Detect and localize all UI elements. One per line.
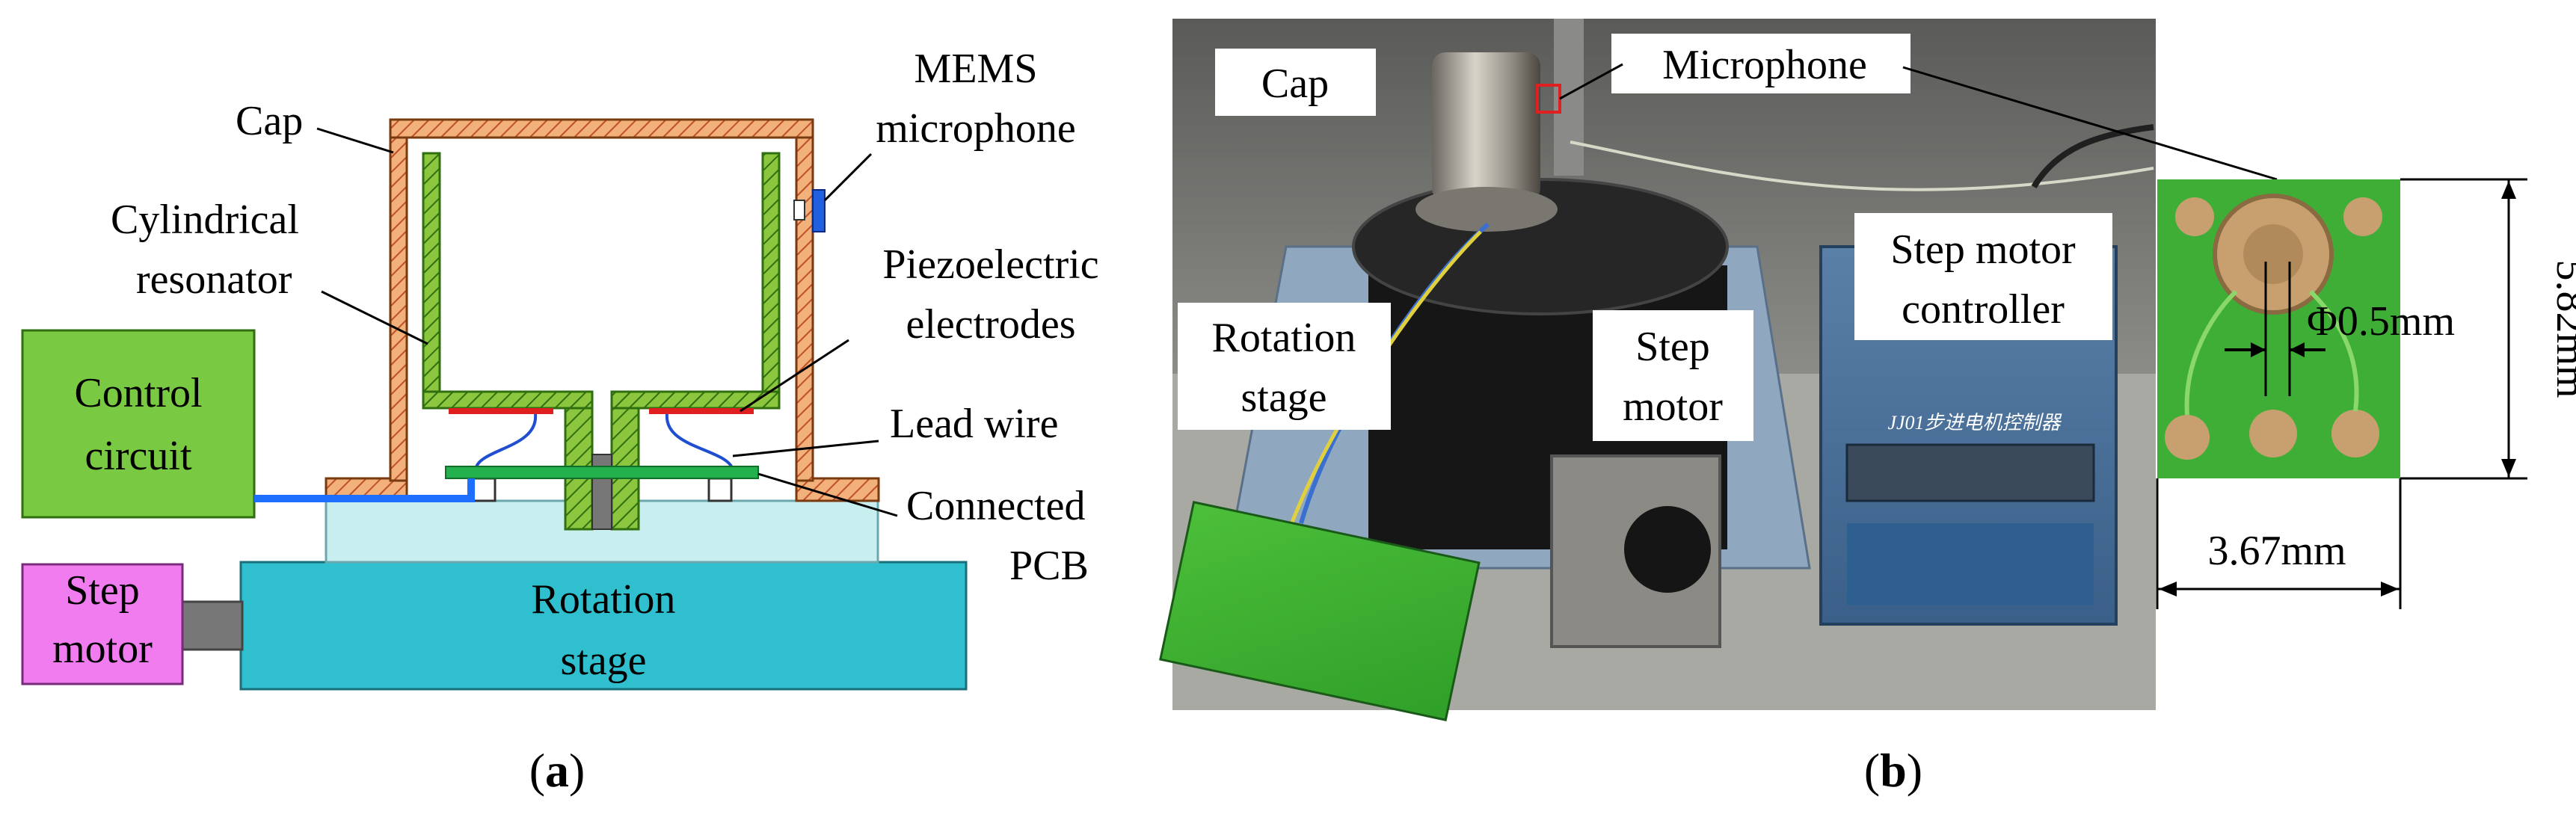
resonator-label-2: resonator xyxy=(136,256,292,303)
pcb-board-photo xyxy=(1159,501,1481,721)
photo-rotation-label-1: Rotation xyxy=(1212,315,1356,361)
photo-controller-label-1: Step motor xyxy=(1890,226,2076,273)
height-dim-label: 5.82mm xyxy=(2548,259,2576,398)
panel-b: JJ01步进电机控制器 Cap Microphone Step motor co… xyxy=(1159,19,2576,797)
diameter-label: Φ0.5mm xyxy=(2307,298,2455,345)
rotation-label-box xyxy=(1178,303,1391,430)
metal-cylinder xyxy=(1432,52,1540,202)
microphone-label-box xyxy=(1611,34,1911,93)
motor-shaft xyxy=(181,600,244,651)
rotation-stage-block xyxy=(239,561,968,691)
pcb-label-1: Connected xyxy=(906,483,1085,529)
width-dim-label: 3.67mm xyxy=(2207,528,2346,574)
height-arrow-bottom xyxy=(2501,459,2516,477)
cap-wall-left xyxy=(389,122,408,482)
photo-step-label-1: Step xyxy=(1635,324,1710,370)
panel-b-caption: (b) xyxy=(1864,744,1922,797)
photo-step-label-2: motor xyxy=(1623,383,1723,430)
step-motor-knob xyxy=(1624,506,1711,593)
width-arrow-left xyxy=(2159,582,2177,596)
photo-rotation-label-2: stage xyxy=(1241,374,1327,421)
spacer-left xyxy=(471,477,497,502)
controller-keypad xyxy=(1847,523,2094,605)
panel-a: Rotation stage Step motor xyxy=(21,46,1099,797)
resonator-wall-right xyxy=(761,152,781,409)
width-arrow-right xyxy=(2381,582,2399,596)
control-circuit-label-1: Control xyxy=(74,370,202,416)
lead-wire-left xyxy=(474,413,538,470)
photo-microphone-label: Microphone xyxy=(1662,42,1867,88)
step-motor-block xyxy=(21,563,184,685)
leader-closeup xyxy=(1902,66,2278,181)
closeup-pad-tl xyxy=(2175,197,2214,236)
step-motor-label-1: Step xyxy=(65,567,140,614)
leader-microphone xyxy=(1559,63,1623,100)
connected-pcb xyxy=(445,466,759,479)
lead-wire-right xyxy=(665,413,734,470)
controller-brand-text: JJ01步进电机控制器 xyxy=(1887,412,2062,434)
rotation-stage-label-1: Rotation xyxy=(532,576,676,623)
piezo-electrode-right xyxy=(649,408,754,414)
closeup-pad-tr xyxy=(2343,197,2382,236)
resonator-bottom-left xyxy=(422,390,594,410)
control-circuit-block xyxy=(21,329,256,519)
resonator-wall-left xyxy=(422,152,441,409)
microphone-closeup xyxy=(2157,179,2400,478)
mems-label-1: MEMS xyxy=(914,46,1038,92)
closeup-trace-2 xyxy=(2308,289,2359,412)
diameter-arrowhead-left xyxy=(2251,342,2266,357)
controller-display xyxy=(1845,443,2095,502)
leader-piezo xyxy=(740,339,849,413)
rotation-stage-label-2: stage xyxy=(560,638,646,684)
height-arrow-top xyxy=(2501,181,2516,199)
photo-cap-label: Cap xyxy=(1261,61,1329,107)
mems-label-2: microphone xyxy=(876,105,1075,152)
control-circuit-label-2: circuit xyxy=(84,433,191,479)
mems-microphone-port xyxy=(793,200,805,221)
lead-wire-label: Lead wire xyxy=(890,401,1058,447)
leader-cap xyxy=(316,127,394,154)
cap-top xyxy=(389,118,814,139)
closeup-trace-1 xyxy=(2184,289,2238,416)
leader-mems xyxy=(823,152,873,202)
piezo-label-1: Piezoelectric xyxy=(882,241,1098,288)
piezo-label-2: electrodes xyxy=(906,301,1076,348)
leader-lead-wire xyxy=(732,440,879,457)
cap-wall-right xyxy=(795,122,814,482)
resonator-bottom-right xyxy=(610,390,781,410)
closeup-pad-center-inner xyxy=(2243,224,2303,284)
control-wire xyxy=(254,478,475,502)
closeup-pad-bm2 xyxy=(2331,410,2379,457)
closeup-pad-bm1 xyxy=(2249,410,2297,457)
controller-label-box xyxy=(1854,213,2112,340)
spacer-right xyxy=(707,477,733,502)
leader-resonator xyxy=(321,290,428,345)
metal-cylinder-base xyxy=(1415,187,1558,232)
mems-microphone-body xyxy=(812,189,826,232)
photo-wire-black xyxy=(2031,124,2154,189)
panel-a-caption: (a) xyxy=(529,744,585,797)
resonator-label-1: Cylindrical xyxy=(111,197,299,243)
step-motor-label-2: motor xyxy=(52,626,153,672)
closeup-pad-bl xyxy=(2165,415,2210,460)
step-motor-label-box xyxy=(1593,310,1753,441)
cap-label: Cap xyxy=(236,98,303,144)
piezo-electrode-left xyxy=(449,408,553,414)
cap-label-box xyxy=(1215,49,1376,116)
leader-pcb xyxy=(757,472,898,517)
pcb-label-2: PCB xyxy=(1009,543,1089,589)
photo-controller-label-2: controller xyxy=(1902,286,2065,333)
diameter-arrowhead-right xyxy=(2290,342,2305,357)
